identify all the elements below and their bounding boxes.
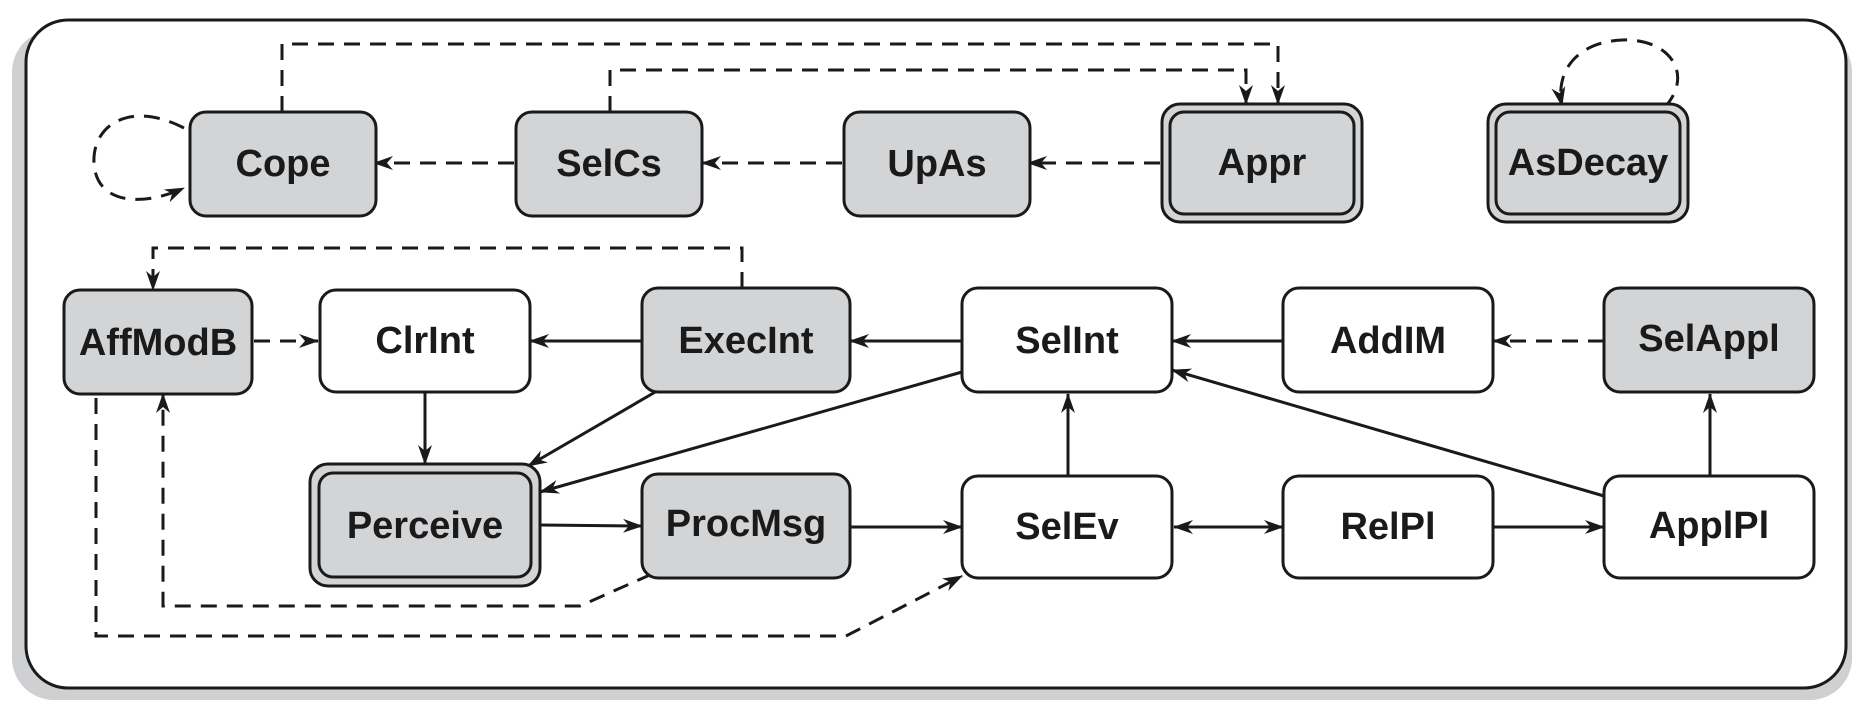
edge-cope-self (92, 114, 185, 203)
node-label: UpAs (887, 143, 986, 185)
node-label: ExecInt (678, 320, 814, 362)
node-label: Appr (1218, 142, 1307, 184)
node-label: RelPl (1340, 506, 1435, 548)
node-procmsg[interactable]: ProcMsg (640, 472, 852, 580)
node-label: ClrInt (375, 320, 475, 362)
edge-asdecay-self (1551, 38, 1680, 110)
node-label: ApplPl (1649, 505, 1769, 547)
node-selint[interactable]: SelInt (960, 286, 1174, 394)
node-label: SelAppl (1638, 318, 1779, 360)
node-cope[interactable]: Cope (188, 110, 378, 218)
edge-applpl-selint (1171, 368, 1605, 498)
node-label: ProcMsg (666, 503, 826, 545)
edge-execint-perceive (527, 389, 658, 468)
node-relpl[interactable]: RelPl (1281, 474, 1495, 580)
edge-procmsg-affmodb (156, 393, 653, 608)
node-label: AddIM (1330, 320, 1446, 362)
edge-perceive-procmsg (539, 518, 643, 533)
node-applpl[interactable]: ApplPl (1602, 474, 1816, 580)
edge-cope-appr (280, 42, 1285, 112)
node-label: AffModB (79, 322, 237, 364)
node-appr[interactable]: Appr (1160, 102, 1364, 224)
node-label: AsDecay (1508, 142, 1669, 184)
node-addim[interactable]: AddIM (1281, 286, 1495, 394)
edge-execint-affmodb (146, 246, 744, 291)
node-upas[interactable]: UpAs (842, 110, 1032, 218)
node-label: Perceive (347, 505, 503, 547)
node-label: SelEv (1015, 506, 1119, 548)
edge-affmodb-selev (94, 398, 963, 638)
node-affmodb[interactable]: AffModB (62, 288, 254, 396)
node-perceive[interactable]: Perceive (308, 462, 542, 588)
node-label: SelCs (556, 143, 662, 185)
node-selcs[interactable]: SelCs (514, 110, 704, 218)
node-selev[interactable]: SelEv (960, 474, 1174, 580)
node-selappl[interactable]: SelAppl (1602, 286, 1816, 394)
node-clrint[interactable]: ClrInt (318, 288, 532, 394)
node-label: Cope (236, 143, 331, 185)
node-label: SelInt (1015, 320, 1119, 362)
edge-selint-perceive (539, 370, 963, 494)
node-asdecay[interactable]: AsDecay (1486, 102, 1690, 224)
node-execint[interactable]: ExecInt (640, 286, 852, 394)
